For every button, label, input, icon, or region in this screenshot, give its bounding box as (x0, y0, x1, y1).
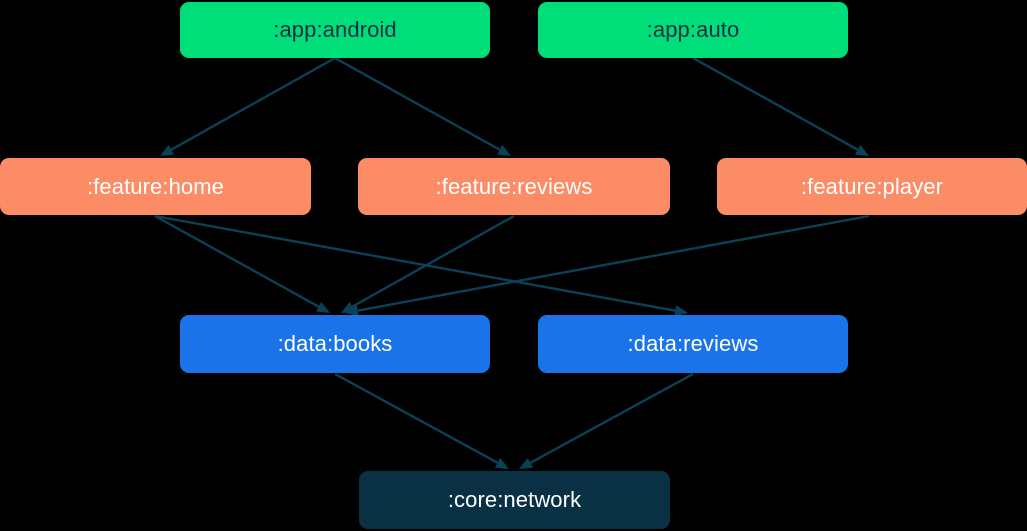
edge-line (334, 56, 501, 151)
node-data-books[interactable]: :data:books (180, 315, 490, 373)
edge-arrowhead (315, 301, 330, 313)
node-label: :feature:home (86, 173, 225, 199)
edge-line (154, 214, 320, 308)
edge-line (334, 372, 499, 464)
node-feature-reviews[interactable]: :feature:reviews (358, 158, 670, 215)
edge-data-reviews-to-core-network (519, 372, 694, 469)
edge-line (692, 56, 859, 151)
node-label: :core:network (447, 487, 582, 512)
edge-feature-home-to-data-reviews (154, 214, 688, 317)
node-label: :feature:player (800, 173, 944, 199)
edge-line (154, 214, 676, 312)
node-app-auto[interactable]: :app:auto (538, 2, 848, 58)
edge-arrowhead (519, 457, 534, 469)
node-core-network[interactable]: :core:network (359, 471, 670, 529)
node-label: :feature:reviews (435, 173, 593, 199)
node-label: :data:books (277, 331, 393, 356)
edge-arrowhead (341, 301, 356, 313)
edge-app-android-to-feature-home (160, 56, 336, 156)
edge-line (529, 372, 694, 464)
edge-arrowhead (160, 144, 175, 156)
edge-line (357, 214, 870, 312)
edge-feature-home-to-data-books (154, 214, 330, 313)
edge-arrowhead (496, 144, 511, 156)
edge-line (170, 56, 336, 151)
edge-line (351, 214, 515, 308)
node-label: :data:reviews (627, 331, 759, 356)
edge-app-auto-to-feature-player (692, 56, 869, 156)
node-data-reviews[interactable]: :data:reviews (538, 315, 848, 373)
edge-feature-player-to-data-books (345, 214, 870, 317)
node-label: :app:android (273, 17, 397, 42)
node-feature-player[interactable]: :feature:player (717, 158, 1027, 215)
node-feature-home[interactable]: :feature:home (0, 158, 311, 215)
edge-app-android-to-feature-reviews (334, 56, 511, 156)
edge-arrowhead (494, 457, 509, 469)
edge-arrowhead (854, 144, 869, 156)
edge-feature-reviews-to-data-books (341, 214, 515, 313)
node-app-android[interactable]: :app:android (180, 2, 490, 58)
edge-data-books-to-core-network (334, 372, 509, 469)
node-label: :app:auto (646, 17, 740, 42)
